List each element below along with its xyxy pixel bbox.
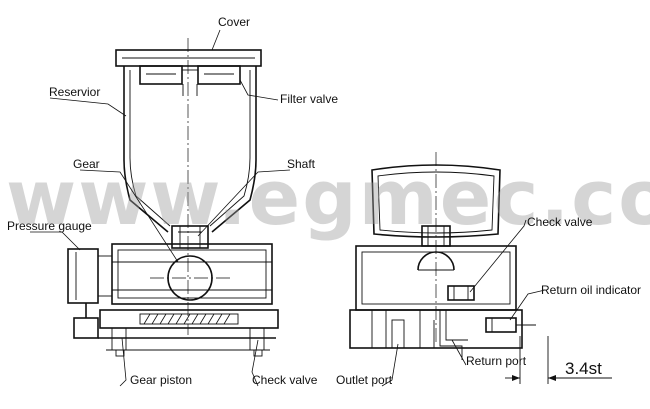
labels: Cover Reservior Filter valve Gear Shaft …	[7, 15, 641, 387]
label-return-port: Return port	[466, 354, 527, 368]
right-pump-body-drawing	[355, 245, 517, 311]
return-port-drawing	[439, 310, 463, 360]
leader-lines	[30, 29, 546, 387]
label-gear-piston: Gear piston	[130, 373, 192, 387]
check-valve-left-drawing	[115, 349, 125, 357]
return-oil-indicator-drawing	[485, 317, 517, 333]
label-reservoir: Reservior	[49, 85, 100, 99]
label-gear: Gear	[73, 157, 100, 171]
left-section-view	[67, 38, 279, 357]
piston-rack-hatching	[143, 313, 231, 325]
pressure-gauge-drawing	[67, 248, 113, 339]
reservoir-drawing	[123, 66, 257, 233]
pump-body-drawing	[111, 243, 273, 305]
filter-valve-drawing	[139, 65, 241, 96]
right-section-view	[349, 152, 612, 384]
right-reservoir-drawing	[371, 164, 501, 238]
label-pressure-gauge: Pressure gauge	[7, 219, 92, 233]
label-return-oil-indicator: Return oil indicator	[541, 283, 641, 297]
label-cover: Cover	[218, 15, 250, 29]
stroke-dimension	[505, 336, 612, 384]
label-check-valve-right: Check valve	[527, 215, 593, 229]
label-filter-valve: Filter valve	[280, 92, 338, 106]
label-check-valve-bottom: Check valve	[252, 373, 318, 387]
label-outlet-port: Outlet port	[336, 373, 393, 387]
label-shaft: Shaft	[287, 157, 316, 171]
check-valve-right-drawing	[447, 285, 475, 301]
watermark: www.egmec.com	[6, 153, 650, 242]
gear-piston-drawing	[139, 313, 239, 325]
label-stroke-dimension: 3.4st	[565, 359, 602, 378]
